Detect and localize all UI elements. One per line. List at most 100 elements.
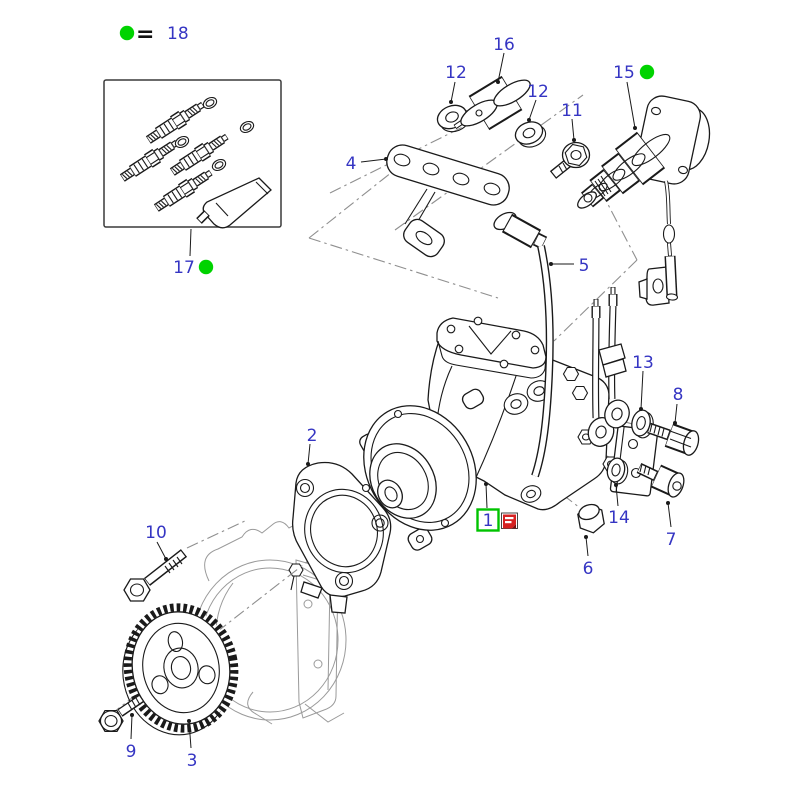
legend-equals-sign: = <box>136 22 154 47</box>
legend-green-dot-icon <box>119 25 135 41</box>
callout-12[interactable]: 12 <box>527 82 549 122</box>
callout-label-4[interactable]: 4 <box>346 154 357 174</box>
callout-15[interactable]: 15 <box>613 63 655 130</box>
leader-line <box>640 370 644 410</box>
callout-17[interactable]: 17 <box>173 228 214 278</box>
leader-line <box>485 483 488 509</box>
leader-line <box>585 536 589 557</box>
leader-endpoint-dot <box>673 421 677 425</box>
part-9-bolt <box>98 694 145 733</box>
callout-7[interactable]: 7 <box>666 501 677 550</box>
pump-front-flange <box>359 388 485 551</box>
callout-3[interactable]: 3 <box>187 719 198 771</box>
callout-14[interactable]: 14 <box>608 483 630 528</box>
callout-11[interactable]: 11 <box>561 101 583 142</box>
leader-endpoint-dot <box>449 100 453 104</box>
callout-label-7[interactable]: 7 <box>666 530 677 550</box>
leader-line <box>497 52 505 83</box>
leader-endpoint-dot <box>614 483 618 487</box>
leader-line <box>571 118 575 141</box>
callout-label-16[interactable]: 16 <box>493 35 515 55</box>
part-17-kit-contents <box>120 95 272 229</box>
callout-13[interactable]: 13 <box>632 353 654 411</box>
leader-line <box>667 502 672 528</box>
callout-12[interactable]: 12 <box>445 63 467 104</box>
leader-line <box>307 443 311 465</box>
part-12-washer-b <box>514 121 547 148</box>
callout-label-13[interactable]: 13 <box>632 353 654 373</box>
part-6-cap-nut <box>577 503 605 534</box>
leader-endpoint-dot <box>666 501 670 505</box>
kit-box <box>103 79 282 229</box>
leader-endpoint-dot <box>496 80 500 84</box>
callout-label-15[interactable]: 15 <box>613 63 635 83</box>
part-5-hose <box>493 211 554 478</box>
part-8-bolt <box>647 422 700 456</box>
leader-endpoint-dot <box>549 262 553 266</box>
part-2-gasket <box>291 461 392 614</box>
part-3-sprocket <box>122 603 239 736</box>
leader-endpoint-dot <box>572 138 576 142</box>
legend-part-number: 18 <box>167 24 189 44</box>
callout-4[interactable]: 4 <box>346 154 388 174</box>
fuel-pipes <box>587 287 630 447</box>
green-marker-icon <box>198 259 214 275</box>
leader-endpoint-dot <box>187 719 191 723</box>
leader-line <box>188 720 192 749</box>
leader-line <box>615 484 619 507</box>
callout-label-12[interactable]: 12 <box>527 82 549 102</box>
part-7-bolt <box>636 463 685 498</box>
callout-label-14[interactable]: 14 <box>608 508 630 528</box>
leader-line <box>674 403 678 424</box>
leader-line <box>189 228 192 257</box>
leader-line <box>360 158 387 163</box>
callout-9[interactable]: 9 <box>126 713 137 762</box>
callout-label-6[interactable]: 6 <box>583 559 594 579</box>
callout-label-9[interactable]: 9 <box>126 742 137 762</box>
callout-label-5[interactable]: 5 <box>579 256 590 276</box>
leader-endpoint-dot <box>527 118 531 122</box>
part-4-bracket <box>386 144 510 258</box>
part-13-washer <box>631 409 654 439</box>
callout-10[interactable]: 10 <box>145 523 168 561</box>
highlight-box <box>476 508 500 532</box>
callout-8[interactable]: 8 <box>673 385 684 425</box>
callout-16[interactable]: 16 <box>493 35 515 84</box>
callout-label-8[interactable]: 8 <box>673 385 684 405</box>
callout-label-11[interactable]: 11 <box>561 101 583 121</box>
callout-2[interactable]: 2 <box>306 426 317 466</box>
sealant-tube <box>196 177 272 229</box>
part-15-solenoid <box>577 95 711 306</box>
pump-top-cover <box>436 316 547 379</box>
leader-endpoint-dot <box>306 462 310 466</box>
solenoid-cable-bracket <box>638 266 670 306</box>
callout-label-3[interactable]: 3 <box>187 751 198 771</box>
callout-5[interactable]: 5 <box>549 256 589 276</box>
leader-endpoint-dot <box>484 482 488 486</box>
part-16-spacer <box>453 75 531 131</box>
callout-label-1[interactable]: 1 <box>483 511 494 531</box>
red-part-photo-icon[interactable] <box>501 512 518 529</box>
callout-label-12[interactable]: 12 <box>445 63 467 83</box>
leader-endpoint-dot <box>639 407 643 411</box>
callout-label-10[interactable]: 10 <box>145 523 167 543</box>
leader-endpoint-dot <box>164 557 168 561</box>
leader-line <box>156 541 167 560</box>
leader-endpoint-dot <box>633 126 637 130</box>
part-10-bolt <box>123 549 188 602</box>
leader-endpoint-dot <box>584 535 588 539</box>
callout-label-17[interactable]: 17 <box>173 258 195 278</box>
leader-line <box>450 81 456 103</box>
leader-endpoint-dot <box>384 157 388 161</box>
leader-line <box>626 81 636 129</box>
leader-line <box>528 99 537 121</box>
callout-6[interactable]: 6 <box>583 535 594 579</box>
callout-1-highlighted[interactable]: 1 <box>476 482 500 532</box>
callout-label-2[interactable]: 2 <box>307 426 318 446</box>
leader-line <box>130 714 133 740</box>
green-marker-icon <box>639 64 655 80</box>
part-11-bolt <box>549 141 591 179</box>
